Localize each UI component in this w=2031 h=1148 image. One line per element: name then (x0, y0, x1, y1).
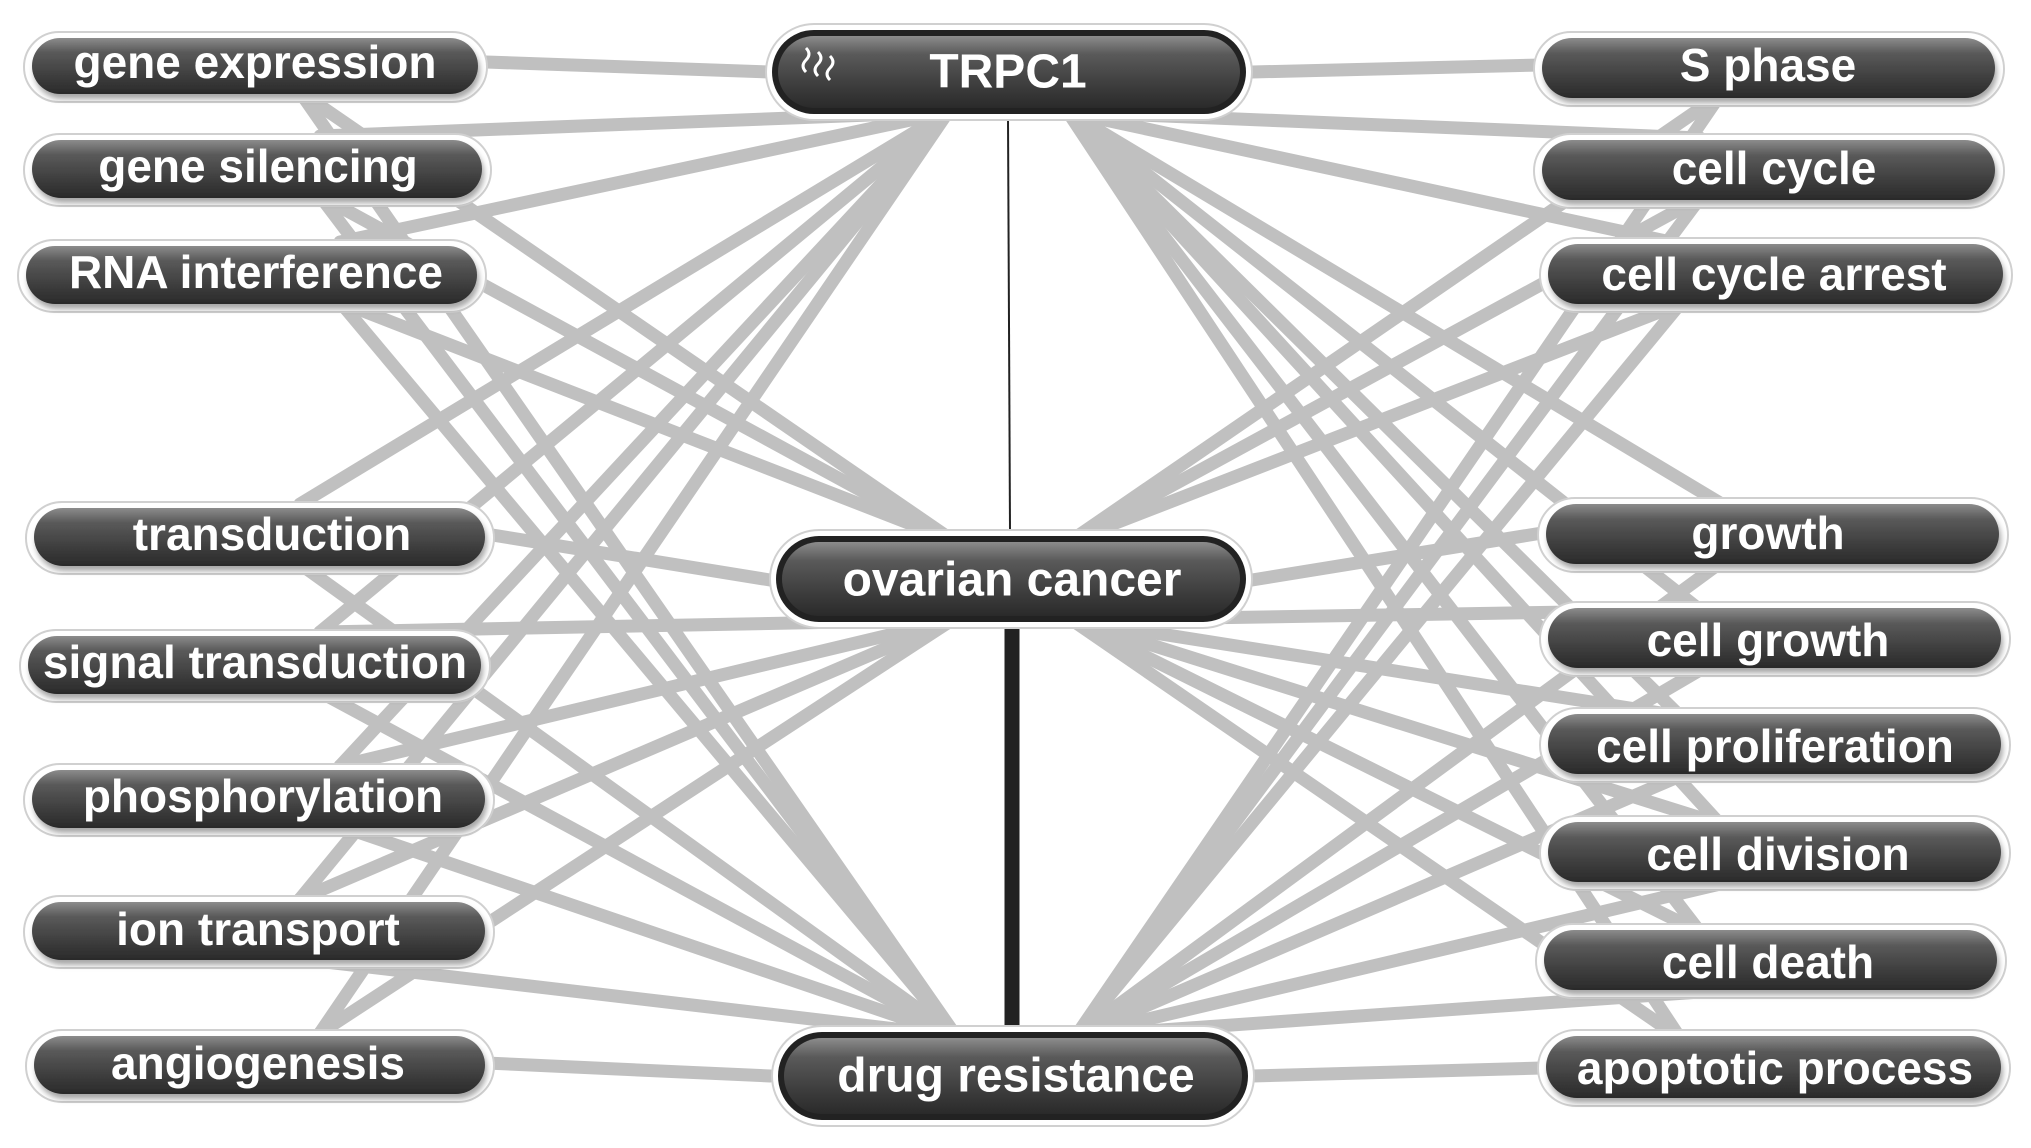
node-left-signal-transduction[interactable]: signal transduction (19, 629, 491, 703)
node-right-cell-death[interactable]: cell death (1535, 923, 2007, 999)
node-label: cell division (1646, 828, 1909, 880)
node-label: cell proliferation (1596, 720, 1954, 772)
node-label: apoptotic process (1577, 1042, 1973, 1094)
edge-right-3-trpc1 (1061, 105, 1727, 510)
node-label: gene silencing (98, 140, 418, 192)
edge-right-8-drug-resistance (1245, 1061, 1549, 1083)
node-label: ovarian cancer (843, 554, 1182, 607)
node-label: ion transport (116, 903, 400, 955)
node-right-cell-cycle-arrest[interactable]: cell cycle arrest (1539, 237, 2013, 313)
node-left-transduction[interactable]: transduction (25, 501, 495, 575)
node-left-gene-silencing[interactable]: gene silencing (23, 133, 492, 207)
node-label: cell cycle (1672, 142, 1877, 194)
edge-left-2-ovarian-cancer (333, 295, 959, 547)
edge-left-5-ovarian-cancer (333, 613, 959, 773)
node-right-cell-cycle[interactable]: cell cycle (1533, 133, 2005, 209)
edge-left-6-ovarian-cancer (293, 613, 959, 906)
node-label: cell growth (1647, 614, 1890, 666)
node-label: cell death (1662, 936, 1874, 988)
edge-right-5-ovarian-cancer (1065, 613, 1687, 723)
node-label: gene expression (73, 36, 436, 88)
edge-left-0-trpc1 (479, 55, 777, 79)
edge-right-2-trpc1 (1061, 105, 1687, 251)
node-hub-trpc1[interactable]: TRPC1 (765, 23, 1253, 121)
edge-left-7-trpc1 (313, 105, 955, 1040)
node-right-apoptotic-process[interactable]: apoptotic process (1537, 1029, 2011, 1107)
node-left-phosphorylation[interactable]: phosphorylation (23, 763, 495, 837)
edge-right-6-ovarian-cancer (1065, 613, 1727, 831)
node-label: phosphorylation (83, 770, 443, 822)
node-label: growth (1691, 507, 1844, 559)
edge-left-3-ovarian-cancer (479, 527, 777, 587)
node-right-growth[interactable]: growth (1537, 497, 2009, 573)
node-right-cell-growth[interactable]: cell growth (1539, 601, 2011, 677)
node-label: cell cycle arrest (1601, 248, 1946, 300)
edge-right-0-trpc1 (1245, 58, 1549, 79)
edge-trpc1-ovarian-cancer (1007, 117, 1011, 531)
edge-left-3-trpc1 (293, 105, 955, 511)
node-left-gene-expression[interactable]: gene expression (23, 31, 488, 103)
node-left-angiogenesis[interactable]: angiogenesis (25, 1029, 495, 1103)
node-label: TRPC1 (929, 46, 1086, 99)
node-label: transduction (133, 508, 412, 560)
node-right-s-phase[interactable]: S phase (1533, 31, 2005, 107)
edge-right-6-drug-resistance (1069, 877, 1727, 1043)
node-left-rna-interference[interactable]: RNA interference (17, 239, 487, 313)
edge-right-7-trpc1 (1061, 105, 1707, 939)
node-left-ion-transport[interactable]: ion transport (23, 895, 495, 969)
node-label: drug resistance (837, 1050, 1194, 1103)
edge-left-7-drug-resistance (479, 1056, 777, 1083)
node-right-cell-proliferation[interactable]: cell proliferation (1539, 707, 2011, 783)
node-hub-ovarian-cancer[interactable]: ovarian cancer (769, 529, 1253, 629)
node-label: RNA interference (69, 246, 443, 298)
node-label: angiogenesis (111, 1037, 405, 1089)
dna-helix-icon (801, 46, 835, 82)
node-label: signal transduction (43, 636, 467, 688)
node-right-cell-division[interactable]: cell division (1539, 815, 2011, 891)
edge-right-6-trpc1 (1061, 105, 1727, 831)
node-label: S phase (1680, 39, 1856, 91)
node-hub-drug-resistance[interactable]: drug resistance (771, 1025, 1255, 1127)
edge-left-2-trpc1 (333, 105, 955, 249)
